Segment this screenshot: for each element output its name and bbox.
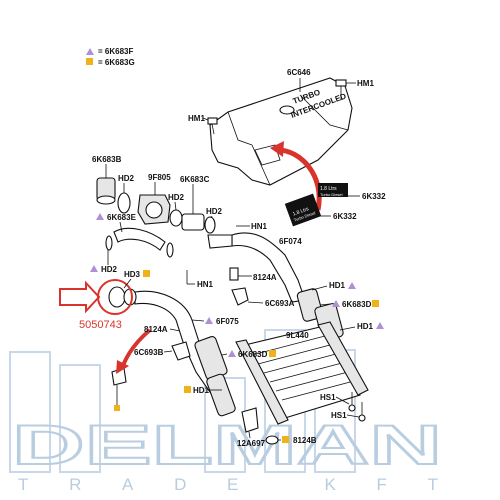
callout-6k683e: 6K683E — [107, 213, 137, 222]
callout-6k683d: 6K683D — [238, 350, 268, 359]
callout-9l440: 9L440 — [286, 331, 309, 340]
svg-text:1.8 Ltrs: 1.8 Ltrs — [292, 206, 310, 218]
clamp-hd3 — [108, 286, 126, 308]
engine-cover-body — [209, 77, 353, 186]
triangle-marker-icon — [96, 213, 104, 220]
red-arrowhead-icon — [270, 141, 284, 157]
triangle-marker-icon — [376, 322, 384, 329]
callout-6c693a: 6C693A — [265, 299, 295, 308]
legend-label: = 6K683G — [98, 58, 135, 67]
triangle-marker-icon — [332, 300, 340, 307]
watermark: DELMAN TRADE KFT — [9, 329, 443, 494]
watermark-block — [59, 364, 101, 473]
decal-plate — [284, 193, 322, 227]
highlight-arrow-icon — [59, 280, 101, 314]
callout-hd2: HD2 — [101, 265, 118, 274]
red-arrow-cover — [277, 147, 322, 211]
callout-12a697: 12A697 — [237, 439, 266, 448]
square-marker-icon — [269, 350, 276, 357]
intercooler-9l440 — [235, 321, 369, 445]
hose-6k683e — [113, 227, 166, 251]
triangle-marker-icon — [90, 265, 98, 272]
callout-hs1: HS1 — [320, 393, 336, 402]
callout-6k332: 6K332 — [362, 192, 386, 201]
callout-hm1-left: HM1 — [188, 114, 205, 123]
intercooler-end-tank — [235, 339, 289, 425]
triangle-marker-icon — [228, 350, 236, 357]
decal-6k332: 1.8 Ltrs Turbo Diesel 1.8 Ltrs Turbo Die… — [284, 183, 348, 227]
clamp-hd2 — [117, 192, 131, 214]
callout-6k683b: 6K683B — [92, 155, 122, 164]
square-marker-icon — [143, 270, 150, 277]
callout-9f805: 9F805 — [148, 173, 171, 182]
callout-hd2: HD2 — [168, 193, 185, 202]
callout-hn1: HN1 — [251, 222, 268, 231]
callout-6k683c: 6K683C — [180, 175, 210, 184]
red-arrowhead-icon — [116, 360, 129, 374]
clamp-hd2 — [169, 209, 183, 227]
svg-text:Turbo Diesel: Turbo Diesel — [320, 192, 343, 197]
legend: = 6K683F = 6K683G — [86, 47, 135, 67]
bracket-6c693b — [171, 341, 191, 361]
callout-hd2: HD2 — [206, 207, 223, 216]
highlight-part-number: 5050743 — [79, 319, 122, 331]
legend-label: = 6K683F — [98, 47, 133, 56]
clip-8124b — [265, 435, 279, 445]
callout-8124b: 8124B — [293, 436, 317, 445]
callout-hd1: HD1 — [193, 386, 210, 395]
engine-cover: TURBO INTERCOOLED — [209, 77, 353, 186]
callout-hm1-top: HM1 — [357, 79, 374, 88]
square-marker-icon — [282, 436, 289, 443]
square-marker-icon — [86, 58, 93, 65]
callout-6f075: 6F075 — [216, 317, 239, 326]
callout-6k332: 6K332 — [333, 212, 357, 221]
callout-hn1: HN1 — [197, 280, 214, 289]
callout-6c693b: 6C693B — [134, 348, 164, 357]
triangle-marker-icon — [348, 282, 356, 289]
square-marker-icon — [184, 386, 191, 393]
connector-6k683c — [181, 213, 205, 231]
watermark-brand: DELMAN — [12, 413, 442, 476]
triangle-marker-icon — [205, 317, 213, 324]
callouts: 6C646 HM1 HM1 6K683B HD2 9F805 HD2 6K683… — [90, 68, 386, 448]
turbo-inlet-parts — [96, 177, 344, 417]
callout-hd1: HD1 — [329, 281, 346, 290]
bracket-8124a — [229, 267, 239, 281]
triangle-marker-icon — [86, 48, 94, 55]
watermark-sub: TRADE KFT — [18, 475, 438, 494]
ford-oval-icon — [279, 105, 295, 115]
callout-8124a: 8124A — [144, 325, 168, 334]
callout-6k683d: 6K683D — [342, 300, 372, 309]
callout-hd3: HD3 — [124, 270, 141, 279]
callout-6f074: 6F074 — [279, 237, 302, 246]
callout-8124a: 8124A — [253, 273, 277, 282]
callout-hd1: HD1 — [357, 322, 374, 331]
sensor-12a697 — [241, 407, 259, 433]
clamp-hd2 — [204, 216, 216, 234]
callout-hd2: HD2 — [118, 174, 135, 183]
square-marker-icon — [372, 300, 379, 307]
watermark-block — [9, 351, 51, 473]
highlight-part-5050743: 5050743 — [59, 279, 152, 374]
svg-text:1.8 Ltrs: 1.8 Ltrs — [320, 186, 337, 192]
bolt-hm1 — [207, 79, 347, 135]
bracket-6c693a — [231, 287, 249, 306]
callout-6c646: 6C646 — [287, 68, 311, 77]
square-marker-icon — [114, 405, 120, 411]
callout-hs1: HS1 — [331, 411, 347, 420]
decal-plate — [318, 183, 348, 197]
